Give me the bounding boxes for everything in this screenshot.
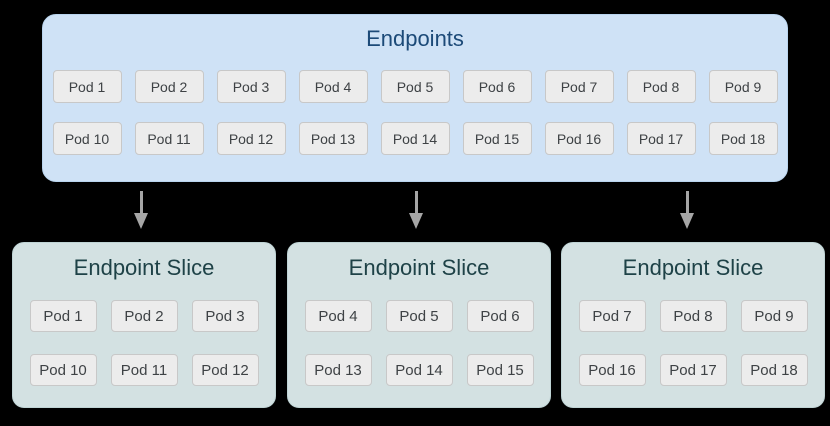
slice-2-pod-row-1: Pod 4 Pod 5 Pod 6 [288, 300, 550, 332]
slice-2-pod-row-2: Pod 13 Pod 14 Pod 15 [288, 354, 550, 386]
arrow-head [680, 213, 694, 229]
pod-box: Pod 3 [216, 70, 286, 103]
pod-box: Pod 18 [740, 354, 808, 386]
slice-1-pod-row-2: Pod 10 Pod 11 Pod 12 [13, 354, 275, 386]
arrow-head [134, 213, 148, 229]
pod-box: Pod 10 [29, 354, 97, 386]
pod-box: Pod 14 [380, 122, 450, 155]
pod-box: Pod 5 [380, 70, 450, 103]
endpoints-title: Endpoints [366, 26, 464, 51]
pod-box: Pod 13 [304, 354, 372, 386]
pod-box: Pod 1 [52, 70, 122, 103]
pod-box: Pod 7 [578, 300, 646, 332]
pod-box: Pod 1 [29, 300, 97, 332]
pod-box: Pod 4 [304, 300, 372, 332]
endpoints-box: Endpoints Pod 1 Pod 2 Pod 3 Pod 4 Pod 5 Pod 6… [42, 14, 788, 182]
slice-3-pod-row-1: Pod 7 Pod 8 Pod 9 [562, 300, 824, 332]
down-arrow-icon [409, 191, 423, 229]
pod-box: Pod 11 [134, 122, 204, 155]
pod-box: Pod 11 [110, 354, 178, 386]
pod-box: Pod 2 [134, 70, 204, 103]
arrow-head [409, 213, 423, 229]
down-arrow-icon [680, 191, 694, 229]
slice-3-pod-row-2: Pod 16 Pod 17 Pod 18 [562, 354, 824, 386]
pod-box: Pod 3 [191, 300, 259, 332]
pod-box: Pod 8 [626, 70, 696, 103]
endpoint-slice-title: Endpoint Slice [73, 255, 215, 280]
pod-box: Pod 13 [298, 122, 368, 155]
pod-box: Pod 17 [626, 122, 696, 155]
endpoint-slice-title: Endpoint Slice [348, 255, 490, 280]
pod-box: Pod 5 [385, 300, 453, 332]
pod-box: Pod 12 [216, 122, 286, 155]
pod-box: Pod 16 [544, 122, 614, 155]
pod-box: Pod 16 [578, 354, 646, 386]
pod-box: Pod 17 [659, 354, 727, 386]
pod-box: Pod 6 [462, 70, 532, 103]
endpoints-pod-row-1: Pod 1 Pod 2 Pod 3 Pod 4 Pod 5 Pod 6 Pod 7 Pod 8… [43, 70, 787, 103]
pod-box: Pod 14 [385, 354, 453, 386]
pod-box: Pod 2 [110, 300, 178, 332]
pod-box: Pod 15 [462, 122, 532, 155]
pod-box: Pod 9 [740, 300, 808, 332]
pod-box: Pod 12 [191, 354, 259, 386]
arrow-stem [139, 191, 143, 213]
pod-box: Pod 8 [659, 300, 727, 332]
pod-box: Pod 9 [708, 70, 778, 103]
endpoint-slice-title: Endpoint Slice [622, 255, 764, 280]
arrow-stem [414, 191, 418, 213]
arrow-stem [685, 191, 689, 213]
down-arrow-icon [134, 191, 148, 229]
pod-box: Pod 6 [466, 300, 534, 332]
pod-box: Pod 7 [544, 70, 614, 103]
pod-box: Pod 18 [708, 122, 778, 155]
slice-1-pod-row-1: Pod 1 Pod 2 Pod 3 [13, 300, 275, 332]
pod-box: Pod 15 [466, 354, 534, 386]
pod-box: Pod 10 [52, 122, 122, 155]
endpoints-pod-row-2: Pod 10 Pod 11 Pod 12 Pod 13 Pod 14 Pod 15 Pod … [43, 122, 787, 155]
pod-box: Pod 4 [298, 70, 368, 103]
